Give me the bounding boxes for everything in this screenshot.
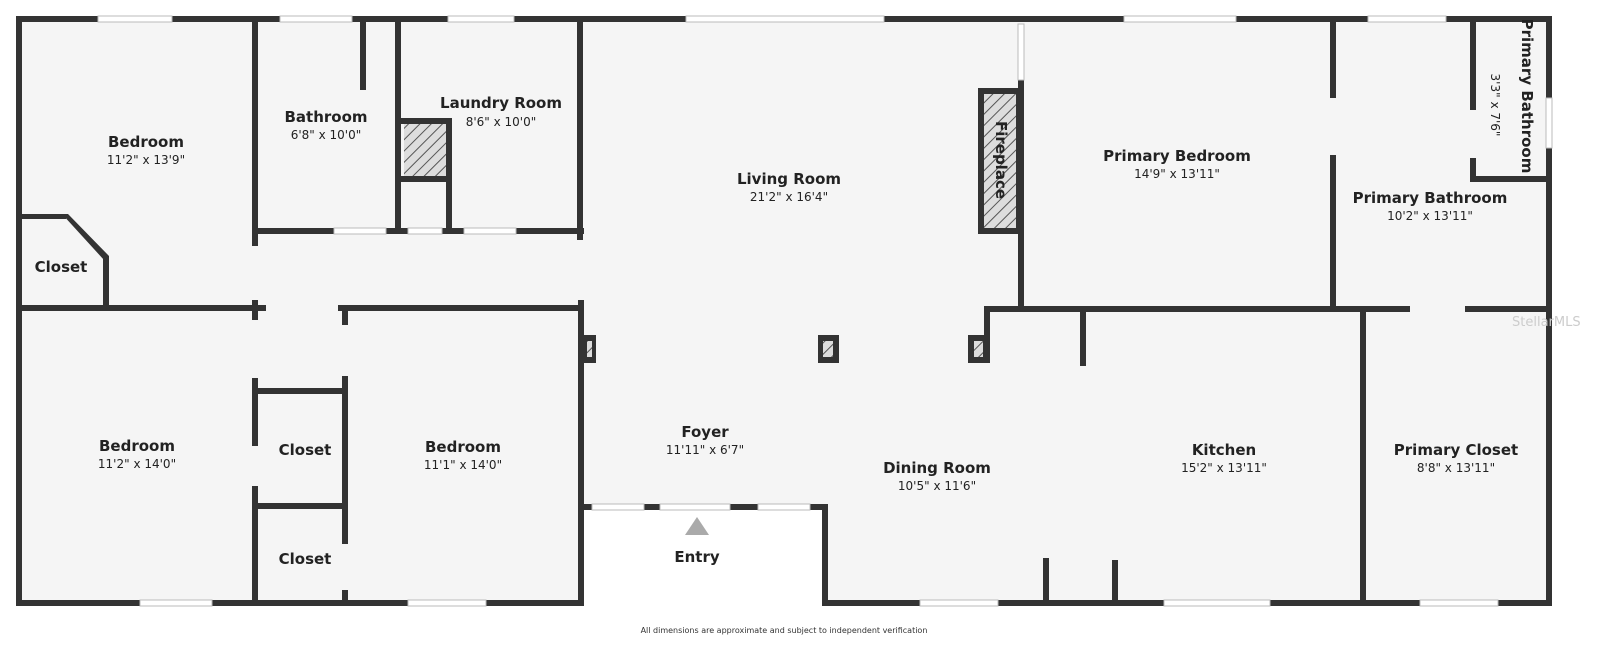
room-dims: 15'2" x 13'11"	[1181, 461, 1267, 475]
room-name: Primary Closet	[1394, 441, 1518, 459]
room-labels: Bedroom 11'2" x 13'9" Closet Bathroom 6'…	[35, 19, 1536, 568]
room-dims: 8'6" x 10'0"	[466, 115, 537, 129]
room-name: Bedroom	[99, 437, 175, 455]
room-dims: 21'2" x 16'4"	[750, 190, 828, 204]
room-name: Closet	[35, 258, 88, 276]
room-name: Bedroom	[425, 438, 501, 456]
room-name: Foyer	[681, 423, 729, 441]
room-name: Bedroom	[108, 133, 184, 151]
room-dims: 11'2" x 14'0"	[98, 457, 176, 471]
room-dims: 11'2" x 13'9"	[107, 153, 185, 167]
room-dims: 11'1" x 14'0"	[424, 458, 502, 472]
room-dims: 8'8" x 13'11"	[1417, 461, 1495, 475]
room-name: Living Room	[737, 170, 841, 188]
room-dims: 6'8" x 10'0"	[291, 128, 362, 142]
room-name: Primary Bathroom	[1518, 19, 1536, 174]
footer-note: All dimensions are approximate and subje…	[641, 626, 928, 635]
room-name: Entry	[674, 548, 719, 566]
room-dims: 11'11" x 6'7"	[666, 443, 744, 457]
room-name: Primary Bathroom	[1353, 189, 1508, 207]
room-name: Closet	[279, 550, 332, 568]
room-name: Closet	[279, 441, 332, 459]
room-dims: 10'2" x 13'11"	[1387, 209, 1473, 223]
watermark: StellarMLS	[1512, 315, 1581, 330]
room-name: Dining Room	[883, 459, 991, 477]
entry-arrow-icon	[685, 517, 709, 535]
room-name: Fireplace	[992, 121, 1010, 199]
room-dims: 10'5" x 11'6"	[898, 479, 976, 493]
windows	[97, 15, 1553, 607]
room-name: Kitchen	[1192, 441, 1256, 459]
room-dims: 3'3" x 7'6"	[1488, 74, 1502, 137]
room-name: Laundry Room	[440, 94, 562, 112]
room-name: Primary Bedroom	[1103, 147, 1251, 165]
room-dims: 14'9" x 13'11"	[1134, 167, 1220, 181]
room-name: Bathroom	[284, 108, 367, 126]
